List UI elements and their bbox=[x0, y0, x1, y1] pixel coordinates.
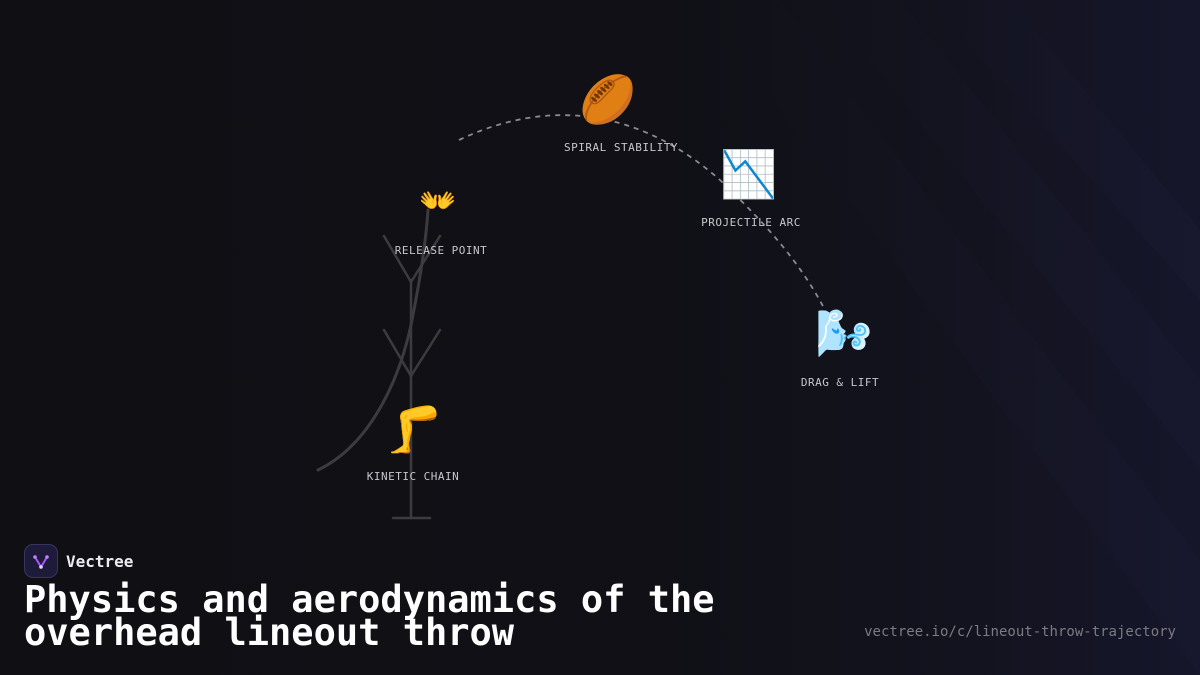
wind-face-icon: 🌬️ bbox=[815, 306, 873, 360]
vectree-logo-icon bbox=[24, 544, 58, 578]
rugby-ball-icon: 🏉 bbox=[579, 72, 637, 126]
node-label-projectile-arc: PROJECTILE ARC bbox=[701, 216, 801, 229]
brand-name: Vectree bbox=[66, 551, 134, 571]
brand[interactable]: Vectree bbox=[24, 544, 133, 578]
chart-decreasing-icon: 📉 bbox=[720, 147, 778, 201]
node-label-kinetic-chain: KINETIC CHAIN bbox=[366, 470, 460, 483]
node-label-release-point: RELEASE POINT bbox=[394, 244, 488, 257]
source-url[interactable]: vectree.io/c/lineout-throw-trajectory bbox=[864, 624, 1176, 640]
node-label-drag-lift: DRAG & LIFT bbox=[800, 376, 880, 389]
node-label-spiral-stability: SPIRAL STABILITY bbox=[564, 141, 678, 154]
thrower-figure bbox=[382, 234, 442, 520]
leg-icon: 🦵 bbox=[385, 402, 443, 456]
open-hands-icon: 👐 bbox=[419, 184, 457, 219]
page-title: Physics and aerodynamics of the overhead… bbox=[24, 578, 715, 654]
